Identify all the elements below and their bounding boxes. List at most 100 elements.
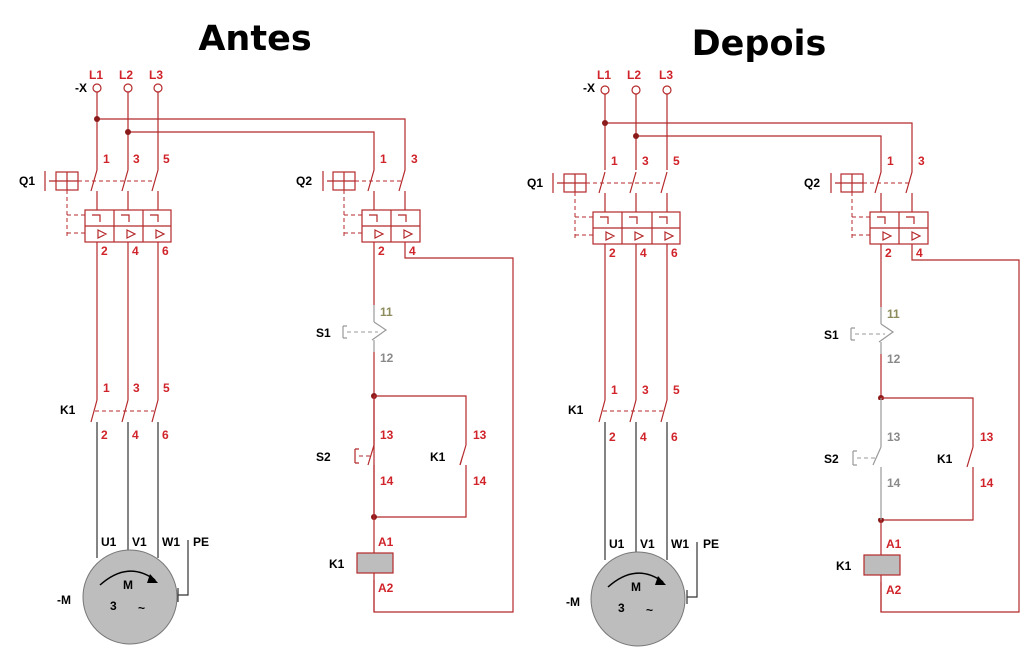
motor-ac-symbol: ~ xyxy=(138,601,145,615)
q2-terminal-1: 1 xyxy=(380,152,387,166)
motor-icon xyxy=(82,549,178,645)
phase-label-l2: L2 xyxy=(627,68,641,82)
q2-contacts xyxy=(367,165,406,192)
s2-button-icon xyxy=(852,450,857,466)
phase-label-l3: L3 xyxy=(149,68,163,82)
s1-label: S1 xyxy=(316,326,331,340)
svg-text:W1: W1 xyxy=(671,537,689,551)
q1-terminal-1: 1 xyxy=(103,152,110,166)
k1-main-terminal-4: 4 xyxy=(132,428,139,442)
terminal-l1 xyxy=(600,85,610,95)
svg-text:6: 6 xyxy=(671,430,678,444)
svg-text:4: 4 xyxy=(916,246,923,260)
k1-aux-label: K1 xyxy=(430,450,446,464)
k1-main-terminal-2: 2 xyxy=(101,428,108,442)
title-after: Depois xyxy=(692,24,827,64)
q1-label: Q1 xyxy=(527,176,543,190)
motor-label: -M xyxy=(566,595,580,609)
motor-term-pe: PE xyxy=(193,535,209,549)
s2-terminal-13: 13 xyxy=(380,428,394,442)
q2-terminal-3: 3 xyxy=(411,152,418,166)
svg-text:1: 1 xyxy=(887,154,894,168)
motor-term-w1: W1 xyxy=(162,535,180,549)
svg-text:M: M xyxy=(631,580,641,594)
svg-text:~: ~ xyxy=(646,603,653,617)
k1-main-terminal-1: 1 xyxy=(103,381,110,395)
phase-label-l2: L2 xyxy=(119,68,133,82)
title-before: Antes xyxy=(198,19,311,59)
s1-contact xyxy=(371,305,388,352)
motor-symbol: M xyxy=(123,578,133,592)
phase-label-l1: L1 xyxy=(89,68,103,82)
terminal-l1 xyxy=(92,83,102,93)
coil-terminal-a2: A2 xyxy=(378,581,394,595)
svg-text:5: 5 xyxy=(673,154,680,168)
k1-main-terminal-3: 3 xyxy=(133,381,140,395)
svg-text:1: 1 xyxy=(611,154,618,168)
svg-text:4: 4 xyxy=(640,246,647,260)
terminal-l3 xyxy=(153,83,163,93)
s2-label: S2 xyxy=(316,450,331,464)
q1-terminal-6: 6 xyxy=(162,244,169,258)
coil-terminal-a1: A1 xyxy=(378,535,394,549)
terminal-l2 xyxy=(631,85,641,95)
svg-text:2: 2 xyxy=(609,246,616,260)
svg-text:11: 11 xyxy=(887,307,900,321)
k1-aux-terminal-14: 14 xyxy=(473,474,487,488)
q1-terminal-4: 4 xyxy=(132,244,139,258)
q1-terminal-5: 5 xyxy=(163,152,170,166)
q2-label: Q2 xyxy=(804,176,820,190)
q2-terminal-2: 2 xyxy=(378,244,385,258)
q2-terminal-4: 4 xyxy=(409,244,416,258)
motor-icon xyxy=(590,551,686,647)
coil-icon xyxy=(356,552,394,574)
s1-terminal-11: 11 xyxy=(380,305,393,319)
svg-text:13: 13 xyxy=(887,430,901,444)
supply-terminal-label: -X xyxy=(75,81,87,95)
motor-term-v1: V1 xyxy=(132,535,147,549)
motor-label: -M xyxy=(57,593,71,607)
supply-terminal-label: -X xyxy=(583,81,595,95)
svg-text:2: 2 xyxy=(885,246,892,260)
phase-label-l1: L1 xyxy=(597,68,611,82)
return-wire xyxy=(373,242,514,613)
svg-text:4: 4 xyxy=(640,430,647,444)
k1-main-terminal-5: 5 xyxy=(163,381,170,395)
svg-text:V1: V1 xyxy=(640,537,655,551)
svg-text:U1: U1 xyxy=(609,537,625,551)
svg-text:3: 3 xyxy=(642,154,649,168)
s1-button-icon xyxy=(850,327,855,341)
coil-label: K1 xyxy=(836,559,852,573)
svg-text:5: 5 xyxy=(673,383,680,397)
motor-phases: 3 xyxy=(110,599,117,613)
svg-text:14: 14 xyxy=(887,476,901,490)
k1-aux-terminal-13: 13 xyxy=(473,428,487,442)
s2-button-icon xyxy=(354,448,359,464)
motor-term-u1: U1 xyxy=(101,535,117,549)
junction-dot xyxy=(125,129,131,135)
k1-main-label: K1 xyxy=(60,403,76,417)
svg-text:2: 2 xyxy=(609,430,616,444)
k1-aux-label: K1 xyxy=(937,452,953,466)
svg-text:A1: A1 xyxy=(886,537,902,551)
coil-icon xyxy=(863,554,901,576)
phase-label-l3: L3 xyxy=(659,68,673,82)
k1-main-terminal-6: 6 xyxy=(162,428,169,442)
terminal-l2 xyxy=(123,83,133,93)
junction-dot xyxy=(94,116,100,122)
svg-text:1: 1 xyxy=(611,383,618,397)
svg-text:3: 3 xyxy=(918,154,925,168)
svg-text:3: 3 xyxy=(642,383,649,397)
q2-label: Q2 xyxy=(296,174,312,188)
k1-main-label: K1 xyxy=(568,403,584,417)
svg-text:3: 3 xyxy=(618,601,625,615)
s1-terminal-12: 12 xyxy=(380,351,394,365)
circuit-before: -X L1 L2 L3 Q1 1 3 5 2 4 6 K1 xyxy=(19,68,514,645)
control-supply-wires xyxy=(97,118,406,165)
q1-handle xyxy=(44,171,56,191)
terminal-l3 xyxy=(662,85,672,95)
q1-label: Q1 xyxy=(19,174,35,188)
svg-text:14: 14 xyxy=(980,476,994,490)
s2-terminal-14: 14 xyxy=(380,474,394,488)
q1-terminal-2: 2 xyxy=(101,244,108,258)
